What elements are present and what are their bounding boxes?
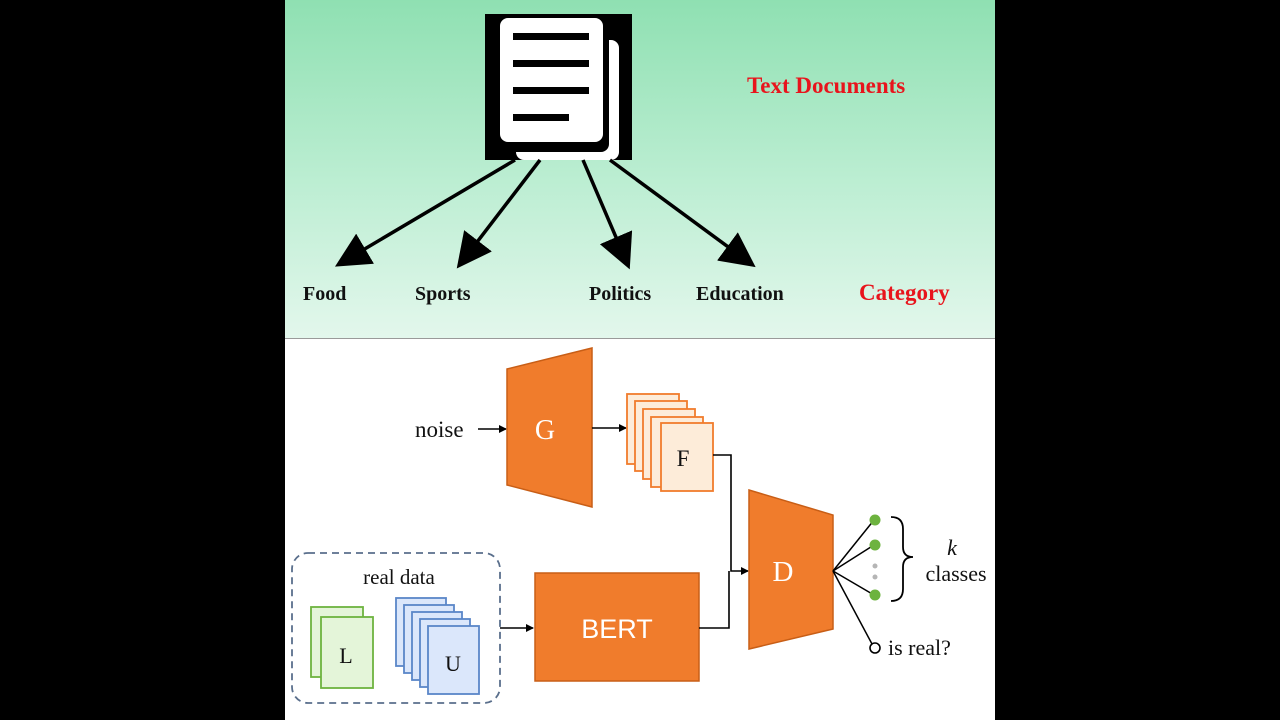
arrow-sports — [456, 158, 542, 269]
output-edges — [832, 519, 875, 645]
category-sports: Sports — [415, 283, 471, 305]
noise-label: noise — [415, 417, 464, 442]
class-node — [869, 514, 881, 526]
k-label: k — [947, 535, 958, 560]
arrow-politics — [581, 159, 633, 270]
classes-label: classes — [925, 561, 986, 586]
bert-label: BERT — [581, 614, 653, 644]
category-arrows — [334, 158, 756, 270]
text-classification-illustration: Text Documents Category Food Sports Poli… — [285, 0, 995, 339]
fake-to-d-arrow — [713, 454, 749, 575]
gan-bert-architecture-diagram: noise G F real data — [285, 339, 995, 720]
ellipsis-dot — [872, 563, 878, 569]
fake-label: F — [677, 446, 690, 471]
category-label: Category — [859, 280, 950, 305]
generator-label: G — [535, 415, 555, 446]
class-node — [869, 589, 881, 601]
document-stack-icon — [485, 14, 632, 160]
is-real-node — [869, 642, 881, 654]
discriminator-block: D — [748, 488, 834, 650]
discriminator-label: D — [773, 556, 794, 588]
fake-samples-stack — [626, 393, 714, 492]
labeled-data-stack — [310, 606, 374, 689]
bert-to-d-connector — [699, 571, 730, 629]
arrow-food — [334, 158, 516, 267]
is-real-label: is real? — [888, 635, 951, 660]
figure-panel: Text Documents Category Food Sports Poli… — [285, 0, 995, 720]
category-politics: Politics — [589, 283, 651, 305]
generator-block: G — [506, 347, 593, 508]
real-data-group — [291, 552, 501, 704]
unlabeled-data-stack — [395, 597, 480, 695]
class-node — [869, 539, 881, 551]
classes-brace — [890, 516, 914, 602]
labeled-label: L — [339, 643, 352, 668]
text-documents-heading: Text Documents — [747, 73, 905, 98]
unlabeled-label: U — [445, 651, 461, 676]
arrow-education — [608, 158, 756, 268]
category-food: Food — [303, 283, 346, 305]
class-output-nodes — [869, 514, 881, 601]
bert-block: BERT — [534, 572, 700, 682]
ellipsis-dot — [872, 574, 878, 580]
category-education: Education — [696, 283, 784, 305]
real-data-label: real data — [363, 565, 435, 589]
